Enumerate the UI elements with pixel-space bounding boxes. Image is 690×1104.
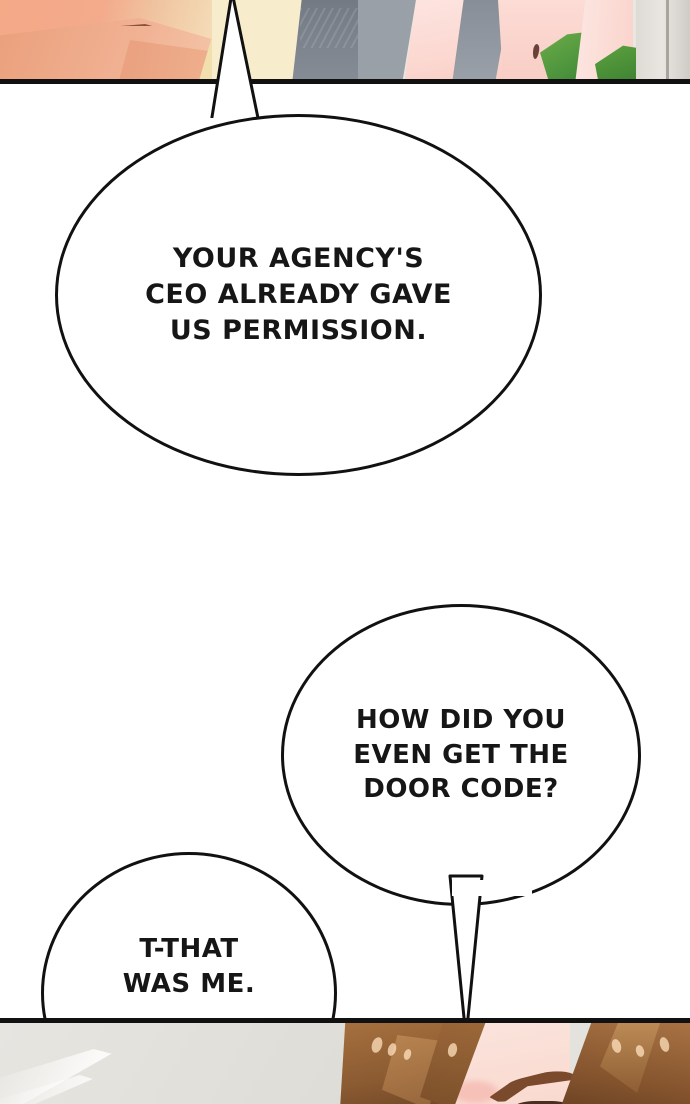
speech-bubble-question-text: HOW DID YOU EVEN GET THE DOOR CODE? [353,704,569,805]
speech-bubble-primary[interactable]: YOUR AGENCY'S CEO ALREADY GAVE US PERMIS… [55,114,542,476]
speech-bubble-primary-text: YOUR AGENCY'S CEO ALREADY GAVE US PERMIS… [145,242,452,347]
wall-edge-line [666,0,669,79]
panel-background-right [636,0,690,79]
character-cheek-blush [452,1081,498,1103]
cream-fabric [212,0,302,79]
comic-panel-top [0,0,690,84]
comic-panel-bottom [0,1018,690,1104]
speech-bubble-reply-text: T-THAT WAS ME. [122,934,256,999]
bubble-tail-question-join-mask [452,880,532,896]
speech-bubble-question[interactable]: HOW DID YOU EVEN GET THE DOOR CODE? [281,604,641,906]
